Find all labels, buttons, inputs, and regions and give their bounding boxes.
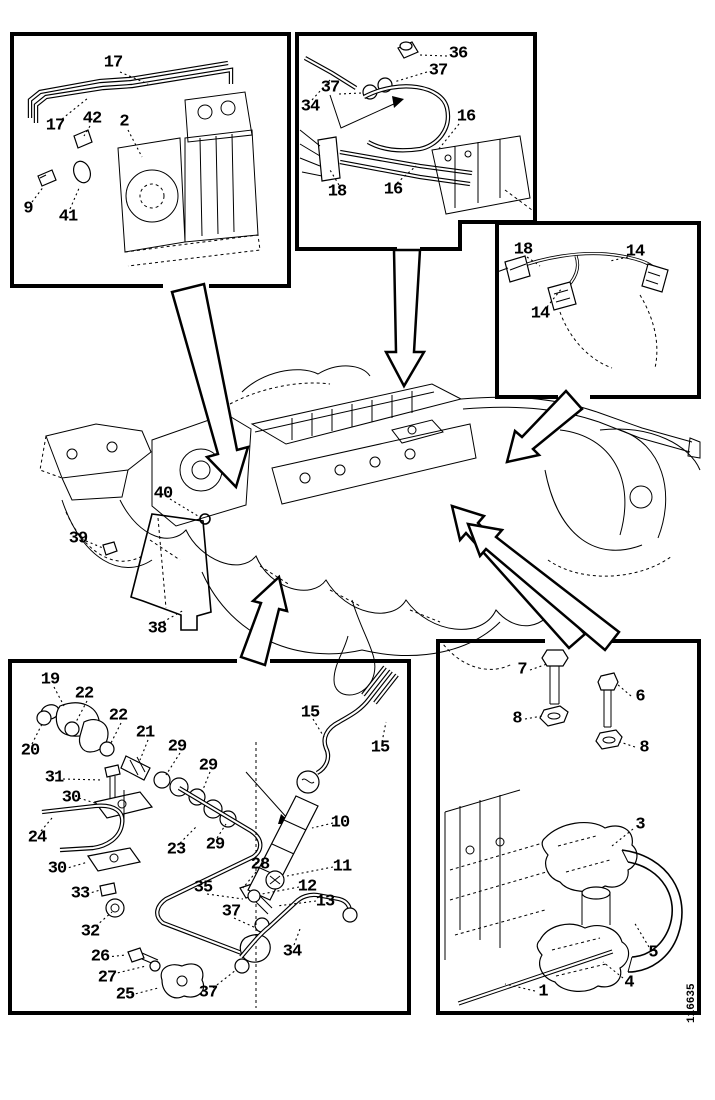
callout-label: 17 bbox=[103, 53, 123, 73]
callout-label: 14 bbox=[530, 304, 550, 324]
inset-top-middle-sketch bbox=[299, 41, 533, 215]
inset-box-borders bbox=[8, 32, 701, 1015]
callout-label: 17 bbox=[45, 116, 65, 136]
inset-wiring-sketch bbox=[496, 251, 669, 369]
callout-label: 38 bbox=[147, 619, 167, 639]
callout-label: 12 bbox=[297, 877, 317, 897]
callout-label: 37 bbox=[428, 61, 448, 81]
callout-label: 34 bbox=[300, 97, 320, 117]
callout-label: 23 bbox=[166, 840, 186, 860]
inset-top-left-sketch bbox=[30, 63, 261, 267]
callout-label: 10 bbox=[330, 813, 350, 833]
arrow-bottom-left-to-engine bbox=[239, 574, 289, 667]
callout-label: 27 bbox=[97, 968, 117, 988]
callout-leader-lines bbox=[31, 54, 650, 996]
callout-label: 30 bbox=[61, 788, 81, 808]
callout-label: 22 bbox=[74, 684, 94, 704]
callout-label: 19 bbox=[40, 670, 60, 690]
callout-label: 36 bbox=[448, 44, 468, 64]
callout-label: 5 bbox=[648, 943, 658, 963]
callout-label: 41 bbox=[58, 207, 78, 227]
arrow-top-middle-to-engine bbox=[383, 248, 427, 389]
callout-label: 7 bbox=[517, 660, 527, 680]
figure-id-text: 116635 bbox=[686, 983, 698, 1023]
reference-arrows bbox=[170, 248, 621, 667]
callout-label: 25 bbox=[115, 985, 135, 1005]
callout-label: 18 bbox=[327, 182, 347, 202]
shield-plate-sketch bbox=[102, 513, 212, 631]
callout-label: 37 bbox=[320, 78, 340, 98]
callout-label: 14 bbox=[625, 242, 645, 262]
callout-label: 30 bbox=[47, 859, 67, 879]
callout-label: 4 bbox=[624, 973, 634, 993]
callout-label: 37 bbox=[221, 902, 241, 922]
callout-label: 37 bbox=[198, 983, 218, 1003]
callout-label: 2 bbox=[119, 112, 129, 132]
callout-label: 28 bbox=[250, 855, 270, 875]
callout-label: 29 bbox=[205, 835, 225, 855]
callout-label: 31 bbox=[44, 768, 64, 788]
callout-label: 3 bbox=[635, 815, 645, 835]
callout-label: 8 bbox=[512, 709, 522, 729]
callout-label: 1 bbox=[538, 982, 548, 1002]
callout-label: 15 bbox=[370, 738, 390, 758]
arrow-wiring-to-engine bbox=[505, 389, 584, 464]
callout-label: 39 bbox=[68, 529, 88, 549]
callout-label: 9 bbox=[23, 199, 33, 219]
inset-bottom-right-sketch bbox=[444, 649, 683, 1006]
callout-label: 18 bbox=[513, 240, 533, 260]
callout-label: 13 bbox=[315, 892, 335, 912]
inset-bottom-left-sketch bbox=[36, 667, 397, 1008]
callout-label: 6 bbox=[635, 687, 645, 707]
arrow-bottom-right-to-engine-2 bbox=[466, 522, 621, 652]
callout-label: 24 bbox=[27, 828, 47, 848]
callout-label: 15 bbox=[300, 703, 320, 723]
callout-label: 22 bbox=[108, 706, 128, 726]
callout-label: 42 bbox=[82, 109, 102, 129]
callout-label: 16 bbox=[383, 180, 403, 200]
callout-label: 32 bbox=[80, 922, 100, 942]
callout-label: 21 bbox=[135, 723, 155, 743]
callout-label: 35 bbox=[193, 878, 213, 898]
callout-label: 8 bbox=[639, 738, 649, 758]
callout-label: 34 bbox=[282, 942, 302, 962]
callout-label: 33 bbox=[70, 884, 90, 904]
arrow-top-left-to-engine bbox=[170, 282, 250, 490]
callout-label: 26 bbox=[90, 947, 110, 967]
callout-label: 11 bbox=[332, 857, 352, 877]
callout-label: 20 bbox=[20, 741, 40, 761]
callout-label: 40 bbox=[153, 484, 173, 504]
callout-label: 29 bbox=[167, 737, 187, 757]
callout-label: 29 bbox=[198, 756, 218, 776]
callout-label: 16 bbox=[456, 107, 476, 127]
